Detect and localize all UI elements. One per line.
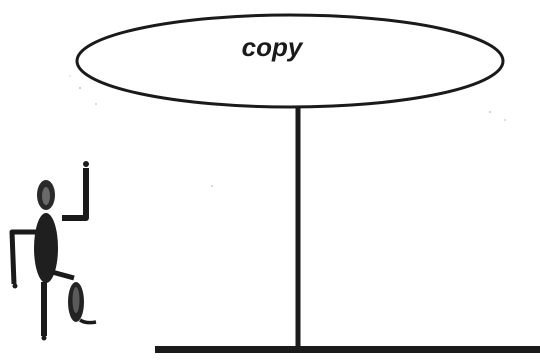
stick-figure-icon <box>9 161 97 341</box>
sign-label: copy <box>242 32 304 62</box>
ground-line <box>155 346 540 353</box>
sign-oval <box>75 13 505 109</box>
